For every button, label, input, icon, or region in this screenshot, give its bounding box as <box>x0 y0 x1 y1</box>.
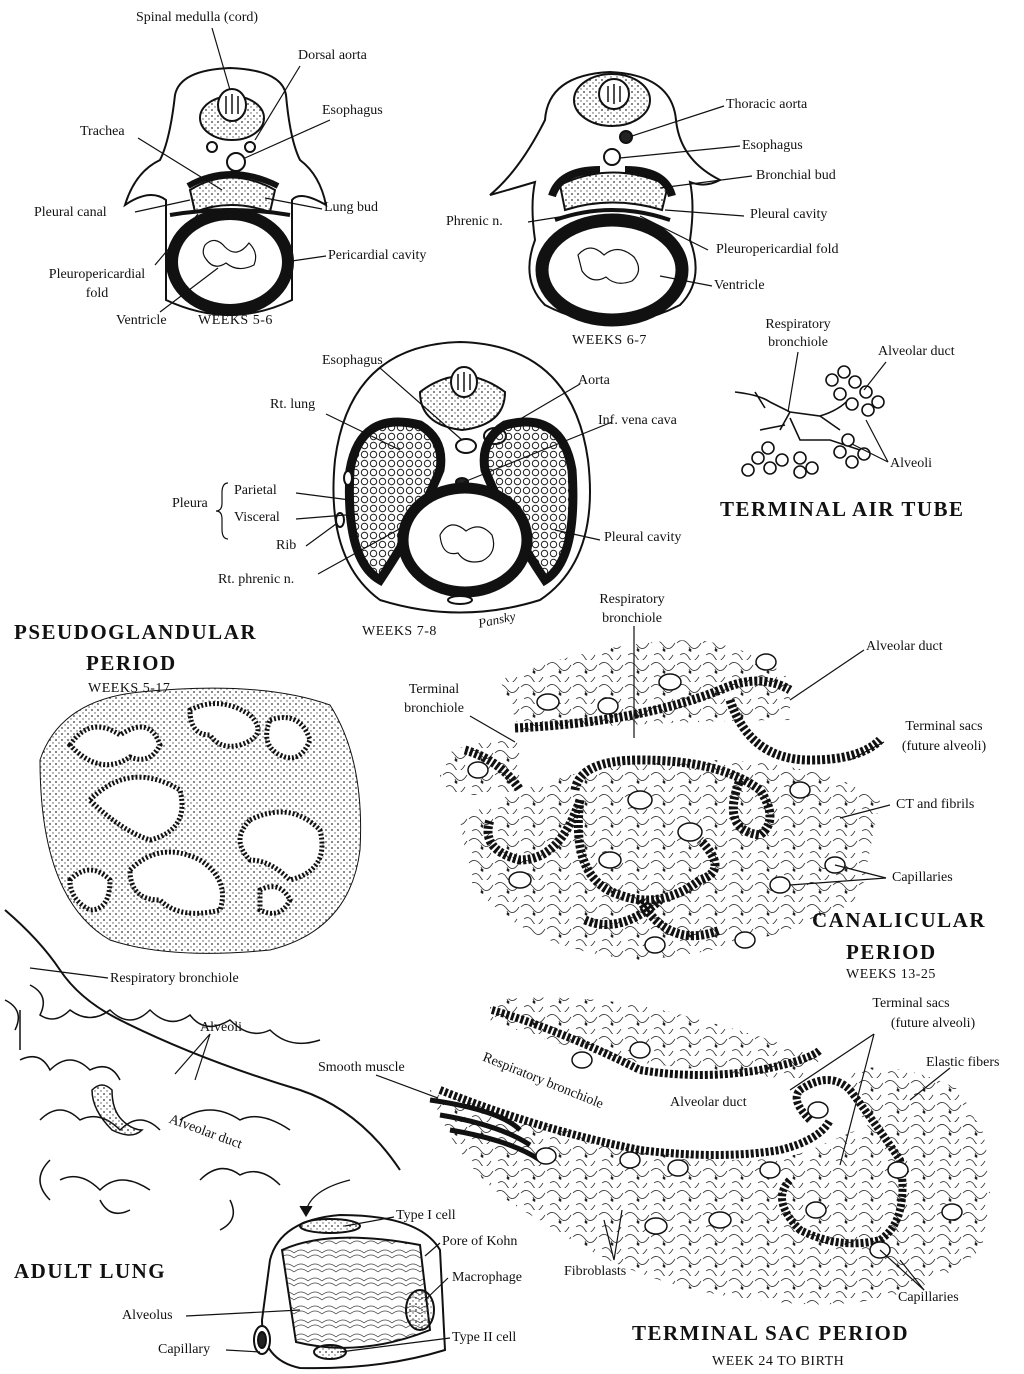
title-terminal-sac-period: TERMINAL SAC PERIOD <box>632 1321 909 1346</box>
label-adult-alveoli: Alveoli <box>200 1020 242 1036</box>
label-fibroblasts: Fibroblasts <box>564 1264 626 1280</box>
title-canalicular: CANALICULAR <box>812 908 986 933</box>
weeks-canalicular: WEEKS 13-25 <box>846 967 936 983</box>
leader-lines-adult <box>30 968 350 1216</box>
label-pleura: Pleura <box>172 496 208 512</box>
title-pseudoglandular: PSEUDOGLANDULAR <box>14 620 257 645</box>
stage-weeks-7-8: WEEKS 7-8 <box>362 624 437 640</box>
label-pleural-cavity-7-8: Pleural cavity <box>604 530 681 546</box>
label-terminal-bronchiole-line2: bronchiole <box>384 701 484 717</box>
label-bronchial-bud: Bronchial bud <box>756 168 836 184</box>
label-sac-capillaries: Capillaries <box>898 1290 959 1306</box>
label-elastic-fibers: Elastic fibers <box>926 1055 999 1071</box>
label-sac-terminal-sacs: Terminal sacs <box>856 996 966 1012</box>
label-air-tube-alveolar-duct: Alveolar duct <box>878 344 955 360</box>
title-canalicular-period: PERIOD <box>846 940 937 965</box>
label-parietal: Parietal <box>234 483 277 499</box>
label-terminal-bronchiole: Terminal <box>384 682 484 698</box>
label-rt-phrenic-n: Rt. phrenic n. <box>218 572 294 588</box>
label-rib: Rib <box>276 538 296 554</box>
label-canalicular-terminal-sacs: Terminal sacs <box>884 719 1004 735</box>
label-type-i-cell: Type I cell <box>396 1208 456 1224</box>
label-sac-alveolar-duct: Alveolar duct <box>670 1095 747 1111</box>
label-alveolus: Alveolus <box>122 1308 173 1324</box>
label-canalicular-alveolar-duct: Alveolar duct <box>866 639 943 655</box>
label-phrenic-n: Phrenic n. <box>446 214 503 230</box>
label-canalicular-bronchiole: bronchiole <box>582 611 682 627</box>
label-ventricle-6-7: Ventricle <box>714 278 765 294</box>
weeks-pseudoglandular: WEEKS 5-17 <box>88 681 170 697</box>
title-adult-lung: ADULT LUNG <box>14 1259 166 1284</box>
pseudoglandular-histology <box>40 688 361 953</box>
label-pleuropericardial-fold-5-6: Pleuropericardial <box>32 267 162 283</box>
label-aorta-7-8: Aorta <box>578 373 610 389</box>
label-lung-bud: Lung bud <box>324 200 378 216</box>
terminal-air-tube-drawing <box>735 366 884 478</box>
label-thoracic-aorta: Thoracic aorta <box>726 97 807 113</box>
label-pore-of-kohn: Pore of Kohn <box>442 1234 517 1250</box>
label-pericardial-cavity: Pericardial cavity <box>328 248 426 264</box>
label-spinal-medulla: Spinal medulla (cord) <box>136 10 258 26</box>
label-sac-future-alveoli: (future alveoli) <box>868 1016 998 1032</box>
label-esophagus-7-8: Esophagus <box>322 353 383 369</box>
label-smooth-muscle: Smooth muscle <box>318 1060 405 1076</box>
label-rt-lung: Rt. lung <box>270 397 315 413</box>
embryo-section-weeks-6-7 <box>490 72 720 323</box>
label-type-ii-cell: Type II cell <box>452 1330 516 1346</box>
label-pleural-cavity-6-7: Pleural cavity <box>750 207 827 223</box>
label-esophagus-5-6: Esophagus <box>322 103 383 119</box>
label-ct-fibrils: CT and fibrils <box>896 797 974 813</box>
label-pleural-canal: Pleural canal <box>34 205 107 221</box>
label-air-tube-respiratory: Respiratory <box>748 317 848 333</box>
weeks-terminal-sac: WEEK 24 TO BIRTH <box>712 1354 844 1370</box>
label-dorsal-aorta: Dorsal aorta <box>298 48 367 64</box>
label-visceral: Visceral <box>234 510 280 526</box>
label-canalicular-respiratory: Respiratory <box>582 592 682 608</box>
label-capillary: Capillary <box>158 1342 210 1358</box>
stage-weeks-6-7: WEEKS 6-7 <box>572 333 647 349</box>
label-ventricle-5-6: Ventricle <box>116 313 167 329</box>
label-air-tube-alveoli: Alveoli <box>890 456 932 472</box>
label-pleuropericardial-fold-6-7: Pleuropericardial fold <box>716 242 838 258</box>
title-pseudoglandular-period: PERIOD <box>86 651 177 676</box>
embryo-section-weeks-7-8 <box>333 342 590 613</box>
label-canalicular-capillaries: Capillaries <box>892 870 953 886</box>
label-air-tube-bronchiole: bronchiole <box>748 335 848 351</box>
title-terminal-air-tube: TERMINAL AIR TUBE <box>720 497 965 522</box>
label-inf-vena-cava: Inf. vena cava <box>598 413 677 429</box>
label-canalicular-future-alveoli: (future alveoli) <box>884 739 1004 755</box>
label-esophagus-6-7: Esophagus <box>742 138 803 154</box>
terminal-sac-histology <box>430 998 990 1305</box>
label-trachea: Trachea <box>80 124 125 140</box>
label-macrophage: Macrophage <box>452 1270 522 1286</box>
alveolus-detail <box>254 1215 445 1368</box>
label-adult-respiratory-bronchiole: Respiratory bronchiole <box>110 971 239 987</box>
stage-weeks-5-6: WEEKS 5-6 <box>198 313 273 329</box>
label-pleuropericardial-fold-5-6-line2: fold <box>32 286 162 302</box>
